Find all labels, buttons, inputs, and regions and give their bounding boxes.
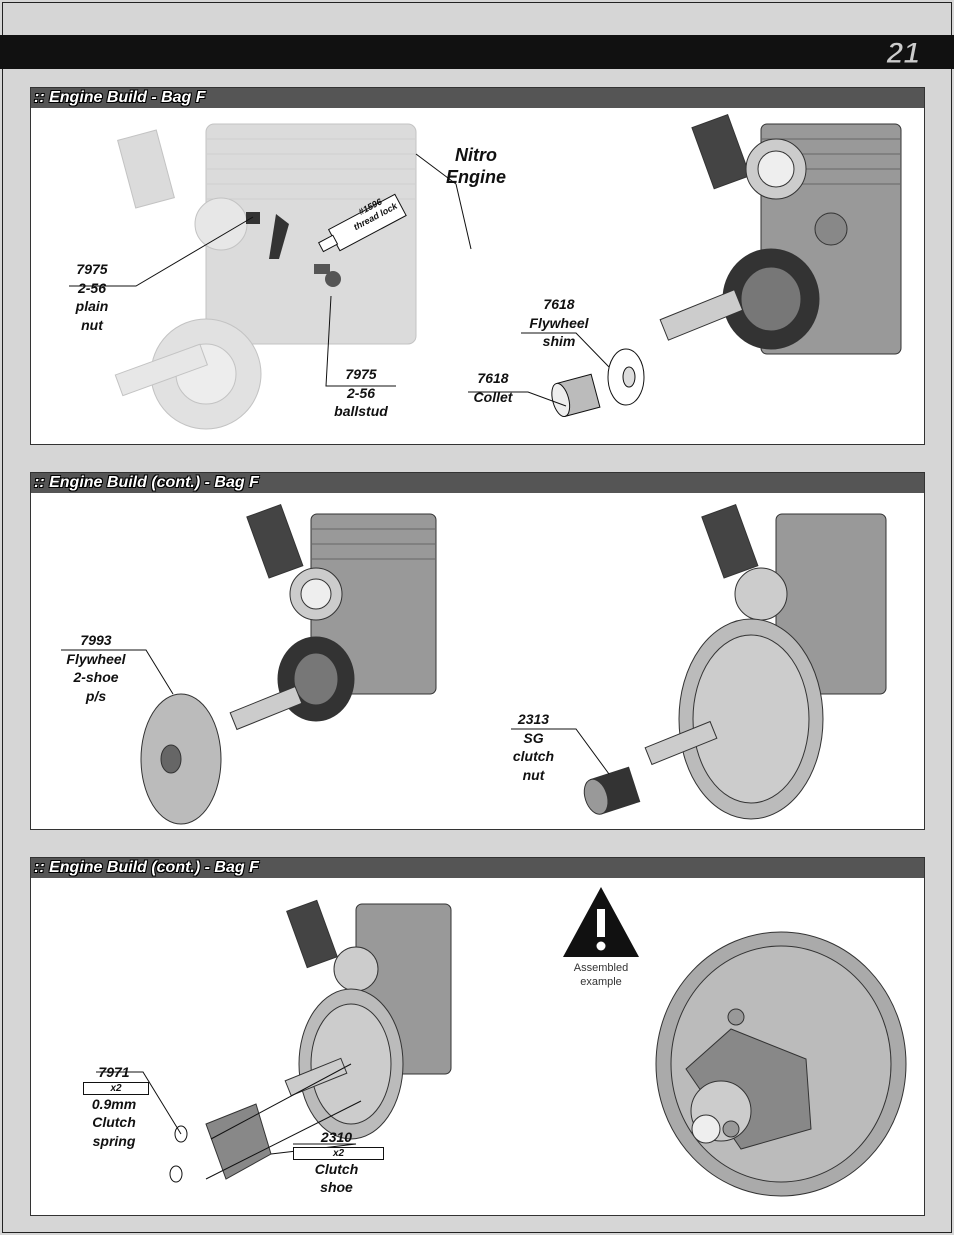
callout-line: clutch bbox=[512, 748, 555, 764]
callout-nitro-engine: Nitro Engine bbox=[446, 144, 506, 188]
callout-plain-nut: 7975 2-56 plain nut bbox=[68, 260, 116, 334]
note-line: example bbox=[580, 976, 622, 988]
callout-line: 7975 bbox=[76, 261, 108, 277]
callout-clutch-nut: 2313 SG clutch nut bbox=[506, 710, 561, 784]
engine-illustration-2 bbox=[61, 504, 887, 825]
panel-title: :: Engine Build (cont.) - Bag F bbox=[31, 858, 924, 878]
callout-flywheel: 7993 Flywheel 2-shoe p/s bbox=[51, 631, 141, 705]
callout-line: shim bbox=[542, 333, 576, 349]
callout-ballstud: 7975 2-56 ballstud bbox=[329, 365, 393, 421]
callout-line: p/s bbox=[85, 687, 107, 704]
callout-line: 0.9mm bbox=[91, 1095, 137, 1112]
callout-line: 7971 bbox=[98, 1064, 130, 1080]
callout-line: spring bbox=[92, 1132, 136, 1149]
callout-line: 2-shoe bbox=[73, 669, 119, 685]
callout-collet: 7618 Collet bbox=[466, 369, 520, 406]
callout-line: 7618 bbox=[477, 370, 509, 386]
quantity-badge: x2 bbox=[83, 1081, 149, 1095]
callout-line: 7975 bbox=[345, 366, 377, 382]
callout-flywheel-shim: 7618 Flywheel shim bbox=[523, 295, 595, 351]
callout-line: Flywheel bbox=[529, 314, 589, 331]
page-number: 21 bbox=[886, 37, 920, 71]
callout-line: 2310 bbox=[320, 1129, 353, 1145]
callout-line: nut bbox=[522, 766, 545, 783]
callout-line: SG bbox=[523, 729, 544, 746]
callout-line: ballstud bbox=[334, 403, 388, 419]
callout-line: 7993 bbox=[80, 632, 112, 648]
callout-line: 2-56 bbox=[346, 384, 376, 401]
engine-illustration-3 bbox=[96, 887, 907, 1197]
callout-line: shoe bbox=[320, 1179, 353, 1195]
callout-line: Engine bbox=[446, 167, 507, 187]
assembled-example-note: Assembled example bbox=[551, 961, 651, 989]
note-line: Assembled bbox=[573, 962, 629, 974]
callout-line: Nitro bbox=[455, 145, 497, 165]
callout-line: 2-56 bbox=[77, 279, 107, 296]
header-bar: 21 bbox=[0, 35, 954, 71]
quantity-badge: x2 bbox=[293, 1146, 384, 1160]
callout-line: Clutch bbox=[92, 1114, 136, 1130]
engine-illustration-1 bbox=[69, 114, 902, 430]
panel-engine-build: :: Engine Build - Bag F bbox=[30, 87, 925, 445]
callout-line: plain bbox=[75, 298, 109, 314]
warning-icon bbox=[563, 887, 639, 957]
callout-line: nut bbox=[81, 316, 103, 333]
callout-line: Collet bbox=[473, 388, 513, 405]
panel-engine-build-cont-2: :: Engine Build (cont.) - Bag F bbox=[30, 857, 925, 1216]
callout-line: Clutch bbox=[314, 1160, 359, 1177]
callout-line: Flywheel bbox=[66, 650, 126, 667]
callout-line: 7618 bbox=[543, 296, 575, 312]
panel-engine-build-cont-1: :: Engine Build (cont.) - Bag F bbox=[30, 472, 925, 830]
panel-title: :: Engine Build - Bag F bbox=[31, 88, 924, 108]
callout-line: 2313 bbox=[517, 711, 550, 727]
panel-title: :: Engine Build (cont.) - Bag F bbox=[31, 473, 924, 493]
